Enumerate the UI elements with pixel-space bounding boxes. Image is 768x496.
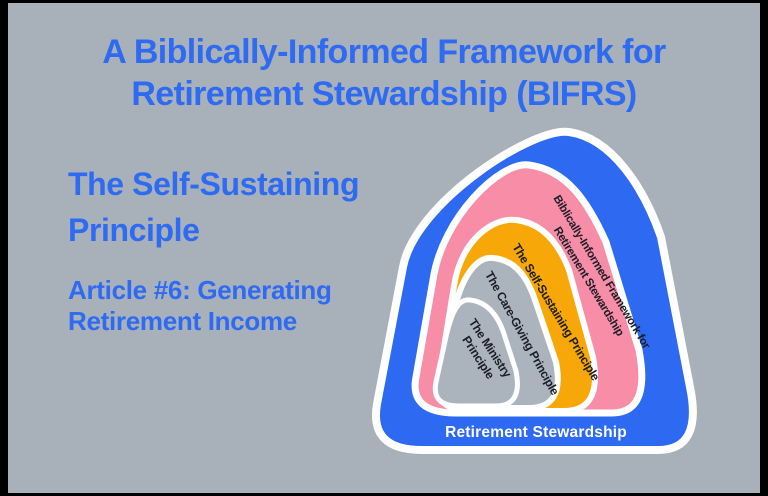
article-line2: Retirement Income xyxy=(68,306,297,336)
article-line1: Article #6: Generating xyxy=(68,275,332,305)
layer-retirement-stewardship-label: Retirement Stewardship xyxy=(445,424,627,441)
subtitle-line2: Principle xyxy=(68,212,200,248)
page-title: A Biblically-Informed Framework for Reti… xyxy=(8,31,760,115)
framework-triangle-diagram: Biblically-Informed Framework for Retire… xyxy=(372,127,697,454)
subtitle-line1: The Self-Sustaining xyxy=(68,166,360,202)
page-title-line2: Retirement Stewardship (BIFRS) xyxy=(131,75,637,113)
slide-background: A Biblically-Informed Framework for Reti… xyxy=(8,3,760,493)
subtitle: The Self-Sustaining Principle xyxy=(68,161,359,253)
article-label: Article #6: Generating Retirement Income xyxy=(68,275,332,337)
page-title-line1: A Biblically-Informed Framework for xyxy=(102,33,666,71)
layer-ministry-shape xyxy=(432,297,520,409)
